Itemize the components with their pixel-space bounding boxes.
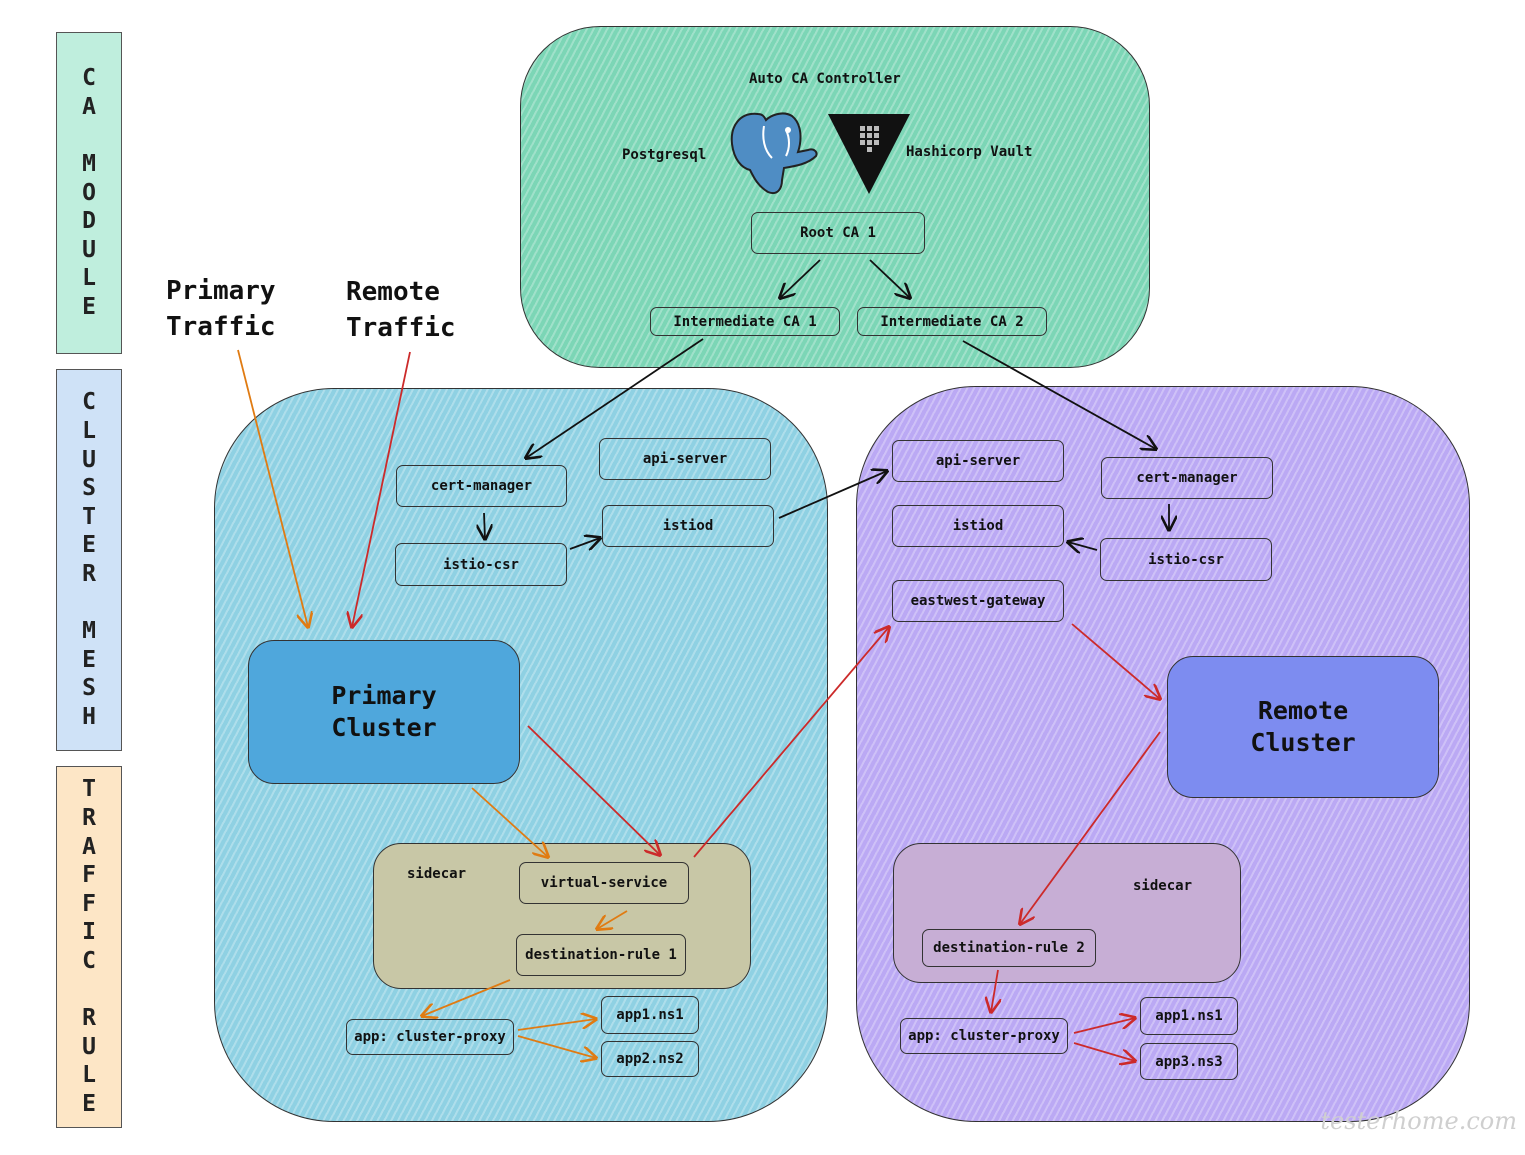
band-letter: S	[82, 675, 96, 702]
remote-traffic-line1: Remote	[346, 277, 440, 307]
arrow-primary-traffic-in	[237, 349, 308, 627]
primary-cluster-proxy-box: app: cluster-proxy	[346, 1019, 514, 1055]
primary-cluster-line1: Primary	[331, 681, 437, 710]
arrow-primary-cluster-to-virtual-service-red	[527, 725, 660, 855]
band-letter: H	[82, 703, 96, 730]
band-letter: A	[82, 93, 96, 120]
primary-istio-csr-box: istio-csr	[395, 543, 567, 586]
remote-cluster-line2: Cluster	[1250, 728, 1356, 757]
arrow-proxy-to-app1	[517, 1019, 596, 1031]
band-letter: E	[82, 294, 96, 321]
band-letter: E	[82, 532, 96, 559]
band-letter: T	[82, 503, 96, 530]
band-letter: M	[82, 618, 96, 645]
primary-traffic-label: Primary Traffic	[166, 273, 276, 345]
arrow-virtual-service-to-destination-rule-1	[597, 910, 628, 929]
band-letter: C	[82, 65, 96, 92]
arrow-destination-rule-2-to-proxy	[991, 969, 998, 1012]
arrow-destination-rule-1-to-proxy	[422, 979, 511, 1016]
band-letter: L	[82, 265, 96, 292]
watermark: testerhome.com	[1320, 1107, 1517, 1135]
primary-api-server-box: api-server	[599, 438, 771, 480]
band-letter: L	[82, 418, 96, 445]
remote-api-server-box: api-server	[892, 440, 1064, 482]
root-ca-box: Root CA 1	[751, 212, 925, 254]
primary-istiod-box: istiod	[602, 505, 774, 547]
band-letter: F	[82, 862, 96, 889]
primary-cluster-box: Primary Cluster	[248, 640, 520, 784]
arrow-remote-istio-csr-to-istiod	[1068, 542, 1098, 550]
remote-traffic-label: Remote Traffic	[346, 274, 456, 346]
remote-app1-box: app1.ns1	[1140, 997, 1238, 1035]
arrow-istio-csr-to-istiod	[569, 538, 600, 549]
virtual-service-box: virtual-service	[519, 862, 689, 904]
arrow-remote-proxy-to-app3	[1073, 1042, 1135, 1061]
band-letter: I	[82, 919, 96, 946]
band-letter: E	[82, 646, 96, 673]
postgresql-elephant-icon	[730, 112, 818, 194]
arrow-intermediate-1-to-cert-manager	[526, 338, 704, 458]
traffic-rule-band: T R A F F I C R U L E	[56, 766, 122, 1128]
eastwest-gateway-box: eastwest-gateway	[892, 580, 1064, 622]
band-letter: R	[82, 1005, 96, 1032]
destination-rule-2-box: destination-rule 2	[922, 929, 1096, 967]
band-letter: U	[82, 446, 96, 473]
band-letter: C	[82, 389, 96, 416]
arrow-istiod-to-remote-api-server	[778, 471, 887, 519]
primary-app1-box: app1.ns1	[601, 996, 699, 1034]
remote-cluster-box: Remote Cluster	[1167, 656, 1439, 798]
remote-sidecar-container	[893, 843, 1241, 983]
primary-traffic-line1: Primary	[166, 276, 276, 306]
primary-sidecar-label: sidecar	[407, 866, 467, 882]
remote-sidecar-label: sidecar	[1133, 878, 1193, 894]
primary-app2-box: app2.ns2	[601, 1041, 699, 1077]
band-letter: A	[82, 833, 96, 860]
destination-rule-1-box: destination-rule 1	[516, 934, 686, 976]
band-letter: U	[82, 236, 96, 263]
band-letter: D	[82, 208, 96, 235]
primary-cert-manager-box: cert-manager	[396, 465, 567, 507]
ca-module-band: C A M O D U L E	[56, 32, 122, 354]
band-letter: S	[82, 475, 96, 502]
cluster-mesh-band: C L U S T E R M E S H	[56, 369, 122, 751]
remote-cluster-line1: Remote	[1257, 696, 1349, 725]
band-letter: R	[82, 561, 96, 587]
primary-traffic-line2: Traffic	[166, 312, 276, 342]
remote-cert-manager-box: cert-manager	[1101, 457, 1273, 499]
band-letter: R	[82, 805, 96, 832]
remote-traffic-line2: Traffic	[346, 313, 456, 343]
arrow-proxy-to-app2	[517, 1035, 596, 1058]
arrow-remote-cluster-to-destination-rule-2	[1020, 731, 1161, 924]
arrow-virtual-service-to-eastwest-gateway	[693, 627, 889, 858]
band-letter: O	[82, 179, 96, 206]
band-letter: F	[82, 890, 96, 917]
intermediate-ca-1-box: Intermediate CA 1	[650, 307, 840, 336]
remote-istio-csr-box: istio-csr	[1100, 538, 1272, 581]
arrow-primary-cluster-to-virtual-service	[471, 787, 548, 857]
arrow-remote-proxy-to-app1	[1073, 1018, 1135, 1034]
postgresql-label: Postgresql	[622, 147, 707, 163]
arrow-eastwest-gateway-to-remote-cluster	[1071, 623, 1160, 699]
remote-cluster-proxy-box: app: cluster-proxy	[900, 1018, 1068, 1054]
hashicorp-vault-label: Hashicorp Vault	[906, 144, 1033, 160]
arrow-intermediate-2-to-cert-manager	[962, 340, 1156, 449]
arrow-remote-traffic-in	[352, 351, 411, 627]
arrow-root-to-intermediate-1	[780, 259, 821, 298]
band-letter: E	[82, 1090, 96, 1117]
arrow-root-to-intermediate-2	[869, 259, 910, 298]
primary-cluster-line2: Cluster	[331, 713, 437, 742]
band-letter: U	[82, 1033, 96, 1060]
band-letter: C	[82, 948, 96, 974]
hashicorp-vault-icon	[828, 114, 910, 194]
band-letter: T	[82, 776, 96, 803]
band-letter: M	[82, 151, 96, 178]
intermediate-ca-2-box: Intermediate CA 2	[857, 307, 1047, 336]
auto-ca-controller-title: Auto CA Controller	[749, 71, 901, 87]
remote-app3-box: app3.ns3	[1140, 1043, 1238, 1080]
band-letter: L	[82, 1062, 96, 1089]
arrow-cert-manager-to-istio-csr	[484, 512, 485, 539]
remote-istiod-box: istiod	[892, 505, 1064, 547]
